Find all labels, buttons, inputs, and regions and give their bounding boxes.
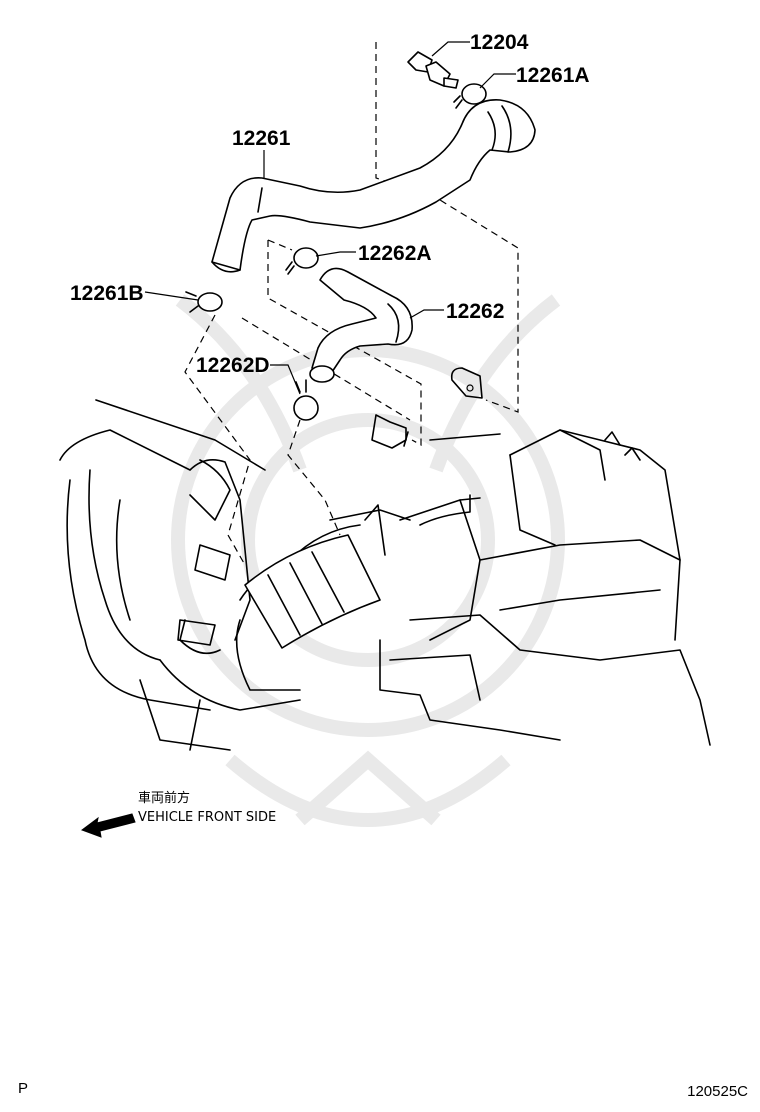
front-note-english: VEHICLE FRONT SIDE xyxy=(138,810,276,825)
engine-background xyxy=(59,399,711,751)
fittings xyxy=(371,367,501,449)
corner-mark: P xyxy=(18,1080,28,1097)
label-12261B: 12261B xyxy=(70,282,144,305)
clip-12262D xyxy=(293,379,319,421)
label-12262A: 12262A xyxy=(358,242,432,265)
ventilation-hose-12261 xyxy=(211,99,536,273)
front-arrow-icon xyxy=(80,813,136,838)
clip-12261B xyxy=(185,291,223,313)
label-12261A: 12261A xyxy=(516,64,590,87)
label-12262: 12262 xyxy=(446,300,504,323)
front-note-japanese: 車両前方 xyxy=(138,790,190,806)
label-12262D: 12262D xyxy=(196,354,270,377)
label-12261: 12261 xyxy=(232,127,291,150)
hose-12262 xyxy=(309,267,413,383)
pcv-valve-12204 xyxy=(407,51,459,89)
watermark-emblem xyxy=(171,294,565,827)
label-12204: 12204 xyxy=(470,31,529,54)
part-labels: 12204 12261A 12261 12262A 12261B 12262 1… xyxy=(70,31,590,377)
diagram-code: 120525C xyxy=(687,1083,748,1100)
clip-12261A xyxy=(453,83,487,109)
vehicle-front-indicator: 車両前方 VEHICLE FRONT SIDE xyxy=(80,790,276,838)
part-leaders xyxy=(144,41,516,395)
clip-12262A xyxy=(285,247,319,275)
